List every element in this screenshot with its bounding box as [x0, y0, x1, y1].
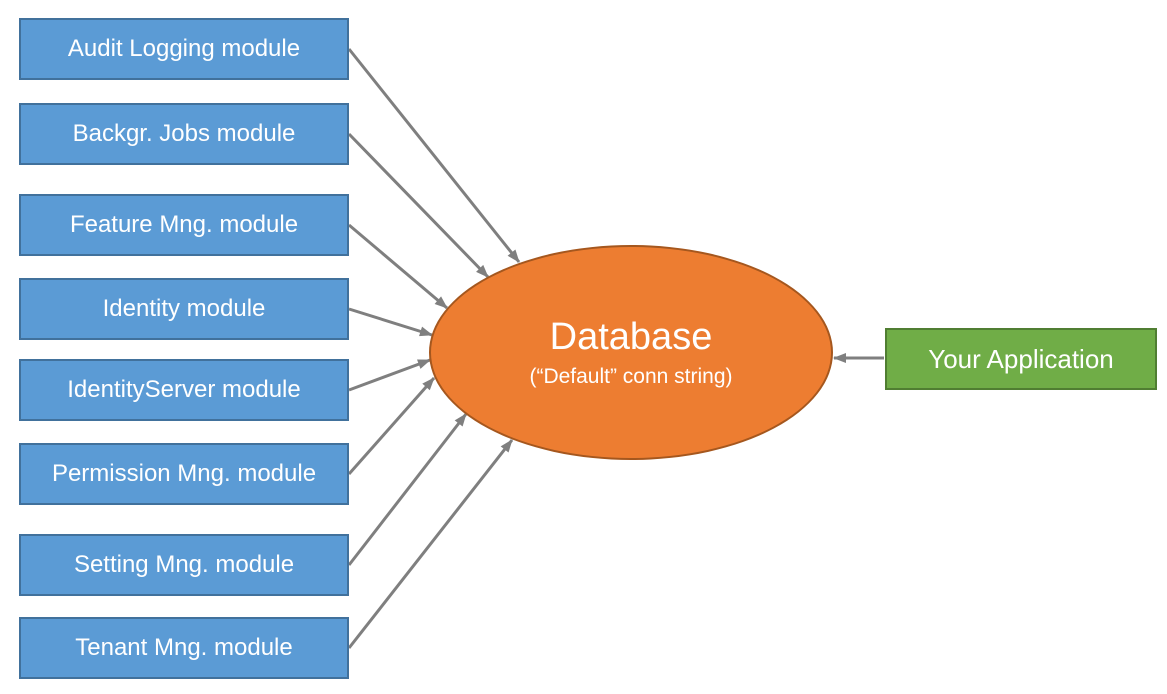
application-label: Your Application: [928, 343, 1114, 374]
module-label: Backgr. Jobs module: [72, 120, 296, 147]
module-box-audit-logging: Audit Logging module: [19, 18, 349, 80]
module-label: Audit Logging module: [67, 35, 301, 62]
module-label: Setting Mng. module: [73, 551, 295, 578]
module-label: Identity module: [102, 295, 266, 322]
module-label: Tenant Mng. module: [75, 634, 293, 661]
database-ellipse: Database (“Default” conn string): [429, 245, 833, 460]
arrow-feature-mng-to-database: [348, 223, 448, 310]
application-box: Your Application: [885, 328, 1157, 390]
module-box-identityserver: IdentityServer module: [19, 359, 349, 421]
arrow-permission-mng-to-database: [347, 377, 436, 475]
module-box-backgr-jobs: Backgr. Jobs module: [19, 103, 349, 165]
module-box-permission-mng: Permission Mng. module: [19, 443, 349, 505]
module-box-tenant-mng: Tenant Mng. module: [19, 617, 349, 679]
module-label: Feature Mng. module: [69, 211, 299, 238]
arrow-identity-to-database: [348, 307, 433, 337]
module-label: IdentityServer module: [67, 376, 301, 403]
module-box-feature-mng: Feature Mng. module: [19, 194, 349, 256]
arrow-audit-logging-to-database: [347, 48, 521, 263]
arrow-backgr-jobs-to-database: [347, 132, 490, 279]
arrow-identityserver-to-database: [348, 358, 431, 392]
database-subtitle: (“Default” conn string): [529, 364, 733, 388]
module-box-setting-mng: Setting Mng. module: [19, 534, 349, 596]
database-title: Database: [549, 316, 713, 359]
arrow-setting-mng-to-database: [347, 413, 468, 566]
module-label: Permission Mng. module: [51, 460, 317, 487]
module-box-identity: Identity module: [19, 278, 349, 340]
arrow-tenant-mng-to-database: [347, 439, 514, 649]
